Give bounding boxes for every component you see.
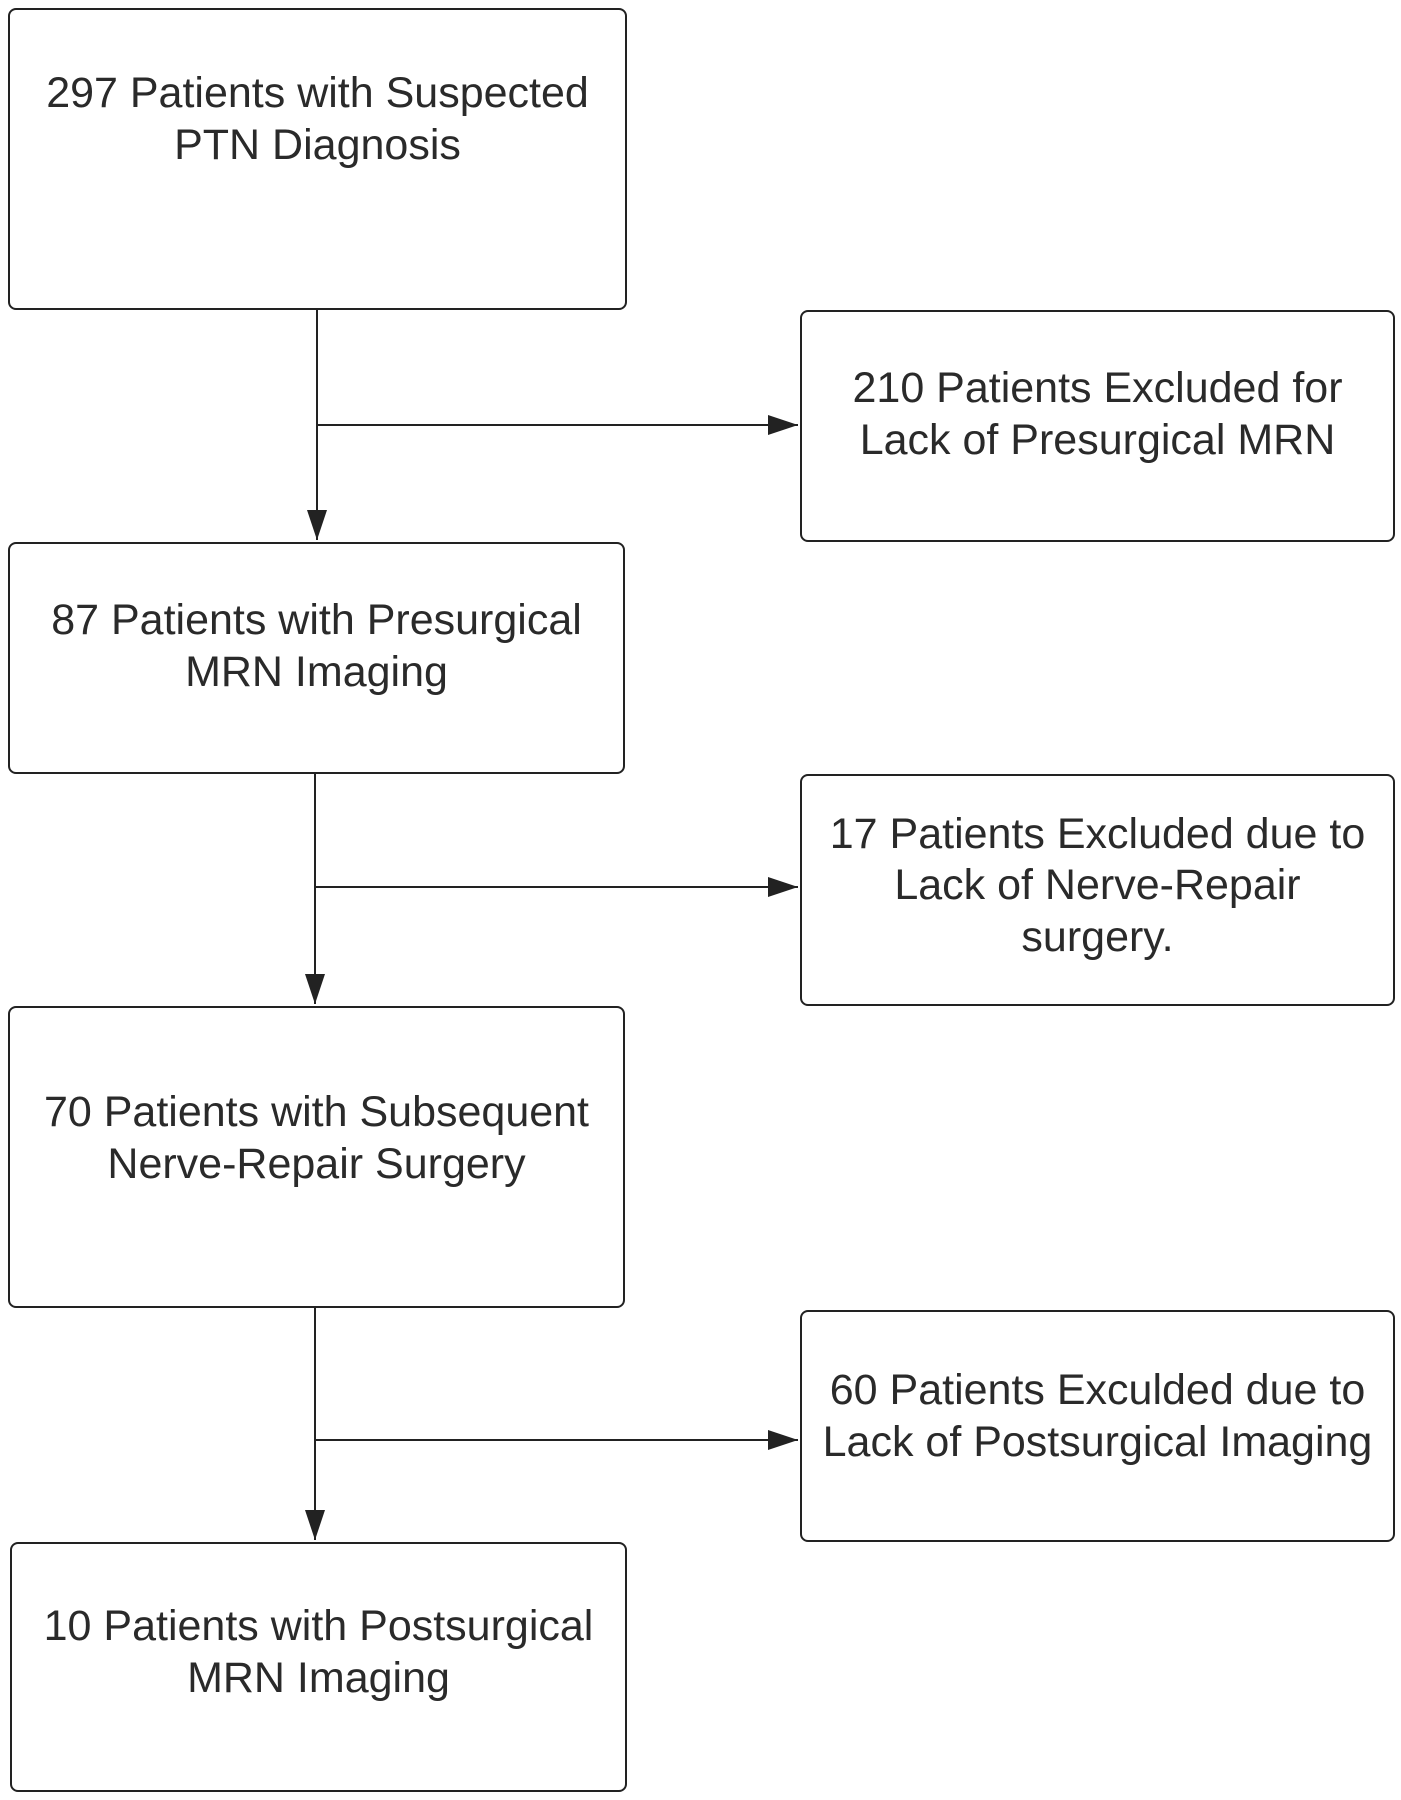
exclusion-label: 210 Patients Excluded for Lack of Presur… <box>852 364 1343 464</box>
exclusion-label: 60 Patients Exculded due to Lack of Post… <box>822 1366 1373 1466</box>
arrowhead-main-4 <box>305 1510 325 1540</box>
exclusion-box-no-postsurgical-imaging: 60 Patients Exculded due to Lack of Post… <box>800 1310 1395 1542</box>
arrowhead-excl-3 <box>768 1430 798 1450</box>
step-box-suspected-ptn: 297 Patients with Suspected PTN Diagnosi… <box>8 8 627 310</box>
exclusion-box-no-nerve-repair: 17 Patients Excluded due to Lack of Nerv… <box>800 774 1395 1006</box>
step-label: 297 Patients with Suspected PTN Diagnosi… <box>46 69 589 169</box>
step-box-nerve-repair-surgery: 70 Patients with Subsequent Nerve-Repair… <box>8 1006 625 1308</box>
arrowhead-excl-1 <box>768 415 798 435</box>
exclusion-box-no-presurgical-mrn: 210 Patients Excluded for Lack of Presur… <box>800 310 1395 542</box>
exclusion-label: 17 Patients Excluded due to Lack of Nerv… <box>829 809 1366 961</box>
arrowhead-main-3 <box>305 974 325 1004</box>
arrowhead-excl-2 <box>768 877 798 897</box>
step-label: 10 Patients with Postsurgical MRN Imagin… <box>43 1602 594 1702</box>
step-label: 70 Patients with Subsequent Nerve-Repair… <box>43 1088 590 1188</box>
step-box-presurgical-mrn: 87 Patients with Presurgical MRN Imaging <box>8 542 625 774</box>
step-box-postsurgical-mrn: 10 Patients with Postsurgical MRN Imagin… <box>10 1542 627 1792</box>
step-label: 87 Patients with Presurgical MRN Imaging <box>51 596 582 696</box>
arrowhead-main-2 <box>307 510 327 540</box>
